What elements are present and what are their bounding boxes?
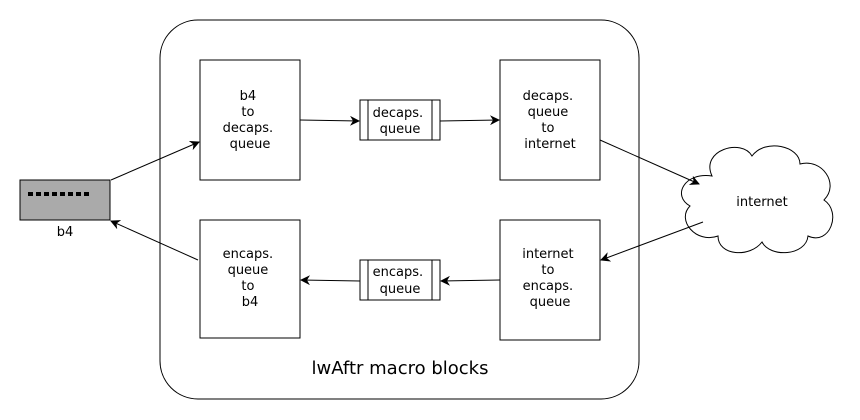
- edge-encaps-block-to-b4: [110, 220, 199, 261]
- node-decaps-queue-to-internet: decaps. queue to internet: [499, 59, 601, 181]
- internet-cloud-icon: internet: [680, 145, 834, 254]
- lwaftr-container: [159, 19, 640, 400]
- edge-encaps-block-to-queue: [440, 275, 501, 286]
- queue-label-line: queue: [380, 282, 421, 297]
- node-label-line: internet: [524, 137, 575, 152]
- svg-text:encaps. queue: encaps. queue: [373, 265, 428, 297]
- node-label-line: queue: [528, 105, 569, 120]
- node-label-line: queue: [228, 263, 269, 278]
- node-label-line: decaps.: [523, 89, 574, 104]
- encaps-queue: encaps. queue: [359, 259, 441, 301]
- node-internet-to-encaps-queue: internet to encaps. queue: [499, 219, 601, 341]
- svg-text:internet to encaps: internet to encaps. queue: [522, 247, 578, 310]
- container-title: lwAftr macro blocks: [312, 358, 489, 379]
- edge-encaps-queue-to-block: [300, 275, 361, 286]
- edge-internet-to-encaps-block: [600, 221, 704, 262]
- svg-text:encaps. queue to: encaps. queue to b4: [223, 247, 278, 310]
- queue-label-line: encaps.: [373, 265, 424, 280]
- device-ports: [28, 192, 89, 196]
- edge-decaps-block-to-internet: [599, 139, 700, 185]
- edge-decaps-queue-to-block: [439, 115, 500, 126]
- node-encaps-queue-to-b4: encaps. queue to b4: [199, 219, 301, 339]
- node-label-line: b4: [242, 295, 259, 310]
- b4-device-icon: b4: [19, 179, 111, 240]
- node-label-line: b4: [240, 89, 257, 104]
- svg-text:b4 to decaps.: b4 to decaps. queue: [223, 89, 278, 152]
- queue-label-line: queue: [380, 122, 421, 137]
- node-label-line: to: [541, 121, 554, 136]
- queue-label-line: decaps.: [373, 106, 424, 121]
- node-label-line: to: [541, 263, 554, 278]
- node-label-line: encaps.: [523, 279, 574, 294]
- svg-text:decaps. queue: decaps. queue: [373, 106, 428, 137]
- node-label-line: queue: [530, 295, 571, 310]
- node-label-line: encaps.: [223, 247, 274, 262]
- node-label-line: to: [241, 105, 254, 120]
- node-b4-to-decaps-queue: b4 to decaps. queue: [199, 59, 301, 181]
- node-label-line: queue: [230, 137, 271, 152]
- node-label-line: internet: [522, 247, 573, 262]
- internet-cloud-label: internet: [736, 195, 787, 210]
- node-label-line: to: [241, 279, 254, 294]
- decaps-queue: decaps. queue: [359, 99, 441, 141]
- svg-text:decaps. queue to: decaps. queue to internet: [523, 89, 578, 152]
- b4-device-label: b4: [57, 225, 74, 240]
- edge-b4-to-decaps-block: [110, 140, 200, 181]
- edge-decaps-block-to-queue: [299, 115, 360, 126]
- node-label-line: decaps.: [223, 121, 274, 136]
